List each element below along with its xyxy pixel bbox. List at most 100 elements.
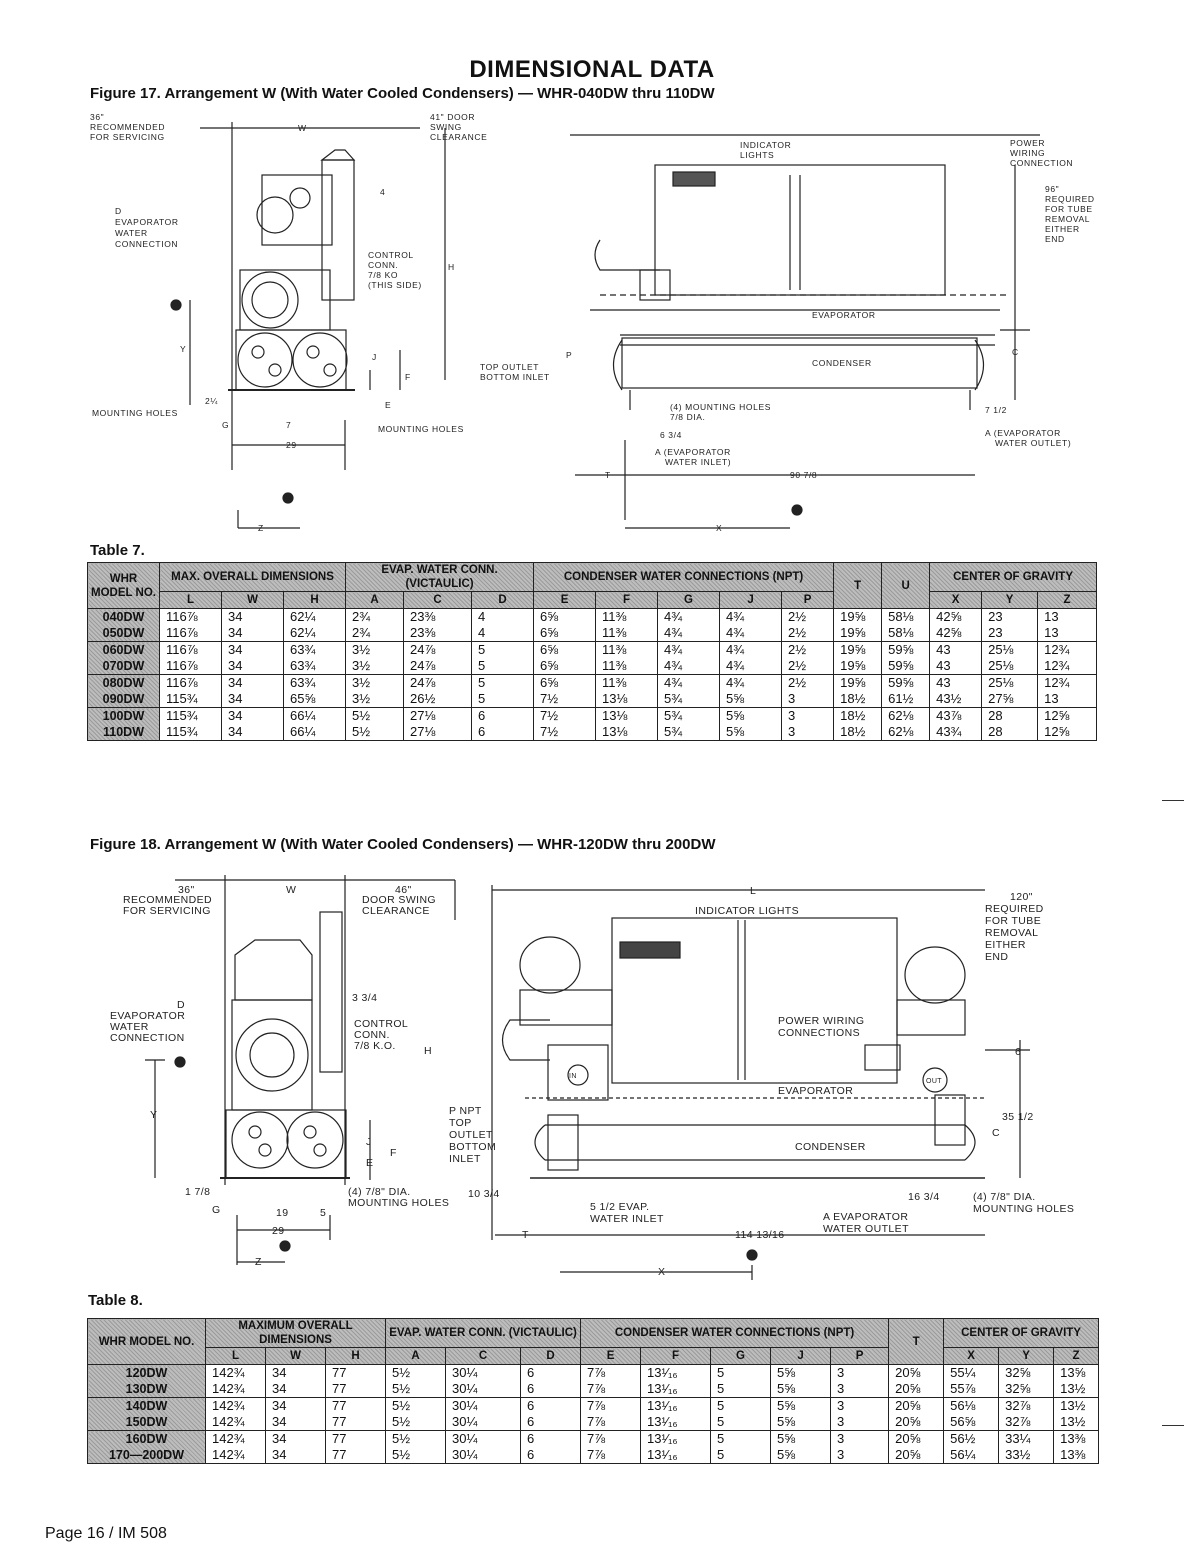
cell-value: 19⅝ [840, 625, 866, 640]
fig18-pnpt-1: P NPT [449, 1105, 482, 1117]
cell-value: 5 [717, 1381, 725, 1396]
cell-value: 6 [527, 1398, 535, 1413]
cell-value: 42⅝ [936, 609, 962, 624]
cell-value: 77 [332, 1398, 347, 1413]
fig17-seven-half: 7 1/2 [985, 405, 1007, 415]
cell-value: 34 [272, 1398, 287, 1413]
fig18-h: H [424, 1045, 432, 1057]
cell-value: 3½ [352, 675, 371, 690]
cell-value: 5 [717, 1447, 725, 1462]
cell-value: 2½ [788, 609, 807, 624]
cell-value: 7⅞ [587, 1447, 606, 1462]
model-number: 110DW [103, 725, 144, 739]
header-group: CENTER OF GRAVITY [929, 562, 1097, 592]
cell-value: 5⅝ [726, 724, 745, 739]
fig17-mounting-mid: MOUNTING HOLES [378, 424, 464, 434]
cell-value: 11⅜ [602, 675, 627, 690]
cell-value: 43 [936, 642, 951, 657]
cell-value: 5 [717, 1365, 725, 1380]
cell-value: 3½ [352, 691, 371, 706]
fig17-y: Y [180, 344, 186, 354]
cell-value: 5 [478, 642, 486, 657]
model-number: 150DW [125, 1415, 168, 1429]
fig17-tube-3: FOR TUBE [1045, 204, 1093, 214]
cell-value: 5⅝ [777, 1381, 796, 1396]
model-number: 170—200DW [108, 1448, 185, 1462]
fig18-indicator: INDICATOR LIGHTS [695, 905, 799, 917]
fig18-in: IN [569, 1073, 577, 1080]
cell-value: 115¾ [166, 724, 198, 739]
cell-value: 26½ [410, 691, 436, 706]
cell-value: 5⅝ [777, 1365, 796, 1380]
table-8-label: Table 8. [88, 1292, 143, 1309]
cell-value: 32⅞ [1005, 1414, 1031, 1429]
model-number: 120DW [125, 1366, 168, 1380]
fig18-evaporator: EVAPORATOR [778, 1085, 853, 1097]
fig18-nineteen: 19 [276, 1207, 288, 1219]
cell-value: 23 [988, 625, 1003, 640]
model-number: 060DW [102, 643, 145, 657]
cell-value: 19⅝ [840, 658, 866, 673]
fig17-g: G [222, 420, 229, 430]
fig17-control-3: 7/8 KO [368, 270, 398, 280]
cell-value: 27⅝ [988, 691, 1014, 706]
fig17-top-outlet: TOP OUTLET [480, 362, 539, 372]
cell-value: 30¼ [452, 1447, 478, 1462]
cell-value: 20⅝ [895, 1447, 921, 1462]
cell-value: 20⅝ [895, 1381, 921, 1396]
cell-value: 23 [988, 609, 1003, 624]
fig17-h: H [448, 262, 455, 272]
cell-value: 4¾ [726, 609, 745, 624]
cell-value: 11⅜ [602, 609, 627, 624]
cell-value: 23⅜ [410, 625, 436, 640]
fig18-g: G [212, 1204, 221, 1216]
cell-value: 6 [527, 1431, 535, 1446]
fig18-tube-2: REQUIRED [985, 903, 1044, 915]
cell-value: 3½ [352, 642, 371, 657]
cell-value: 33½ [1005, 1447, 1031, 1462]
cell-value: 5 [478, 658, 486, 673]
fig18-door-1: 46" [395, 884, 412, 896]
fig17-servicing-2: RECOMMENDED [90, 122, 165, 132]
cell-value: 43¾ [936, 724, 962, 739]
cell-value: 5 [717, 1431, 725, 1446]
cell-value: 142¾ [212, 1447, 245, 1462]
fig17-six-three-quarter: 6 3/4 [660, 430, 682, 440]
column-header: F [640, 1347, 712, 1365]
cell-value: 25⅛ [988, 642, 1014, 657]
fig17-t: T [605, 470, 611, 480]
cell-value: 34 [228, 658, 243, 673]
margin-mark [1162, 1425, 1184, 1426]
fig17-door-1: 41" DOOR [430, 112, 475, 122]
cell-value: 63¾ [290, 675, 316, 690]
fig18-holes-left-1: (4) 7/8" DIA. [348, 1186, 411, 1198]
cell-value: 3½ [352, 658, 371, 673]
fig18-j: J [366, 1136, 372, 1148]
cell-value: 6 [527, 1414, 535, 1429]
fig18-pnpt-5: INLET [449, 1153, 481, 1165]
cell-value: 116⅞ [166, 675, 198, 690]
cell-value: 5½ [352, 724, 371, 739]
cell-value: 116⅞ [166, 609, 198, 624]
cell-value: 65⅝ [290, 691, 316, 706]
model-number: 160DW [125, 1432, 168, 1446]
column-header: E [533, 591, 597, 609]
fig18-29: 29 [272, 1225, 284, 1237]
